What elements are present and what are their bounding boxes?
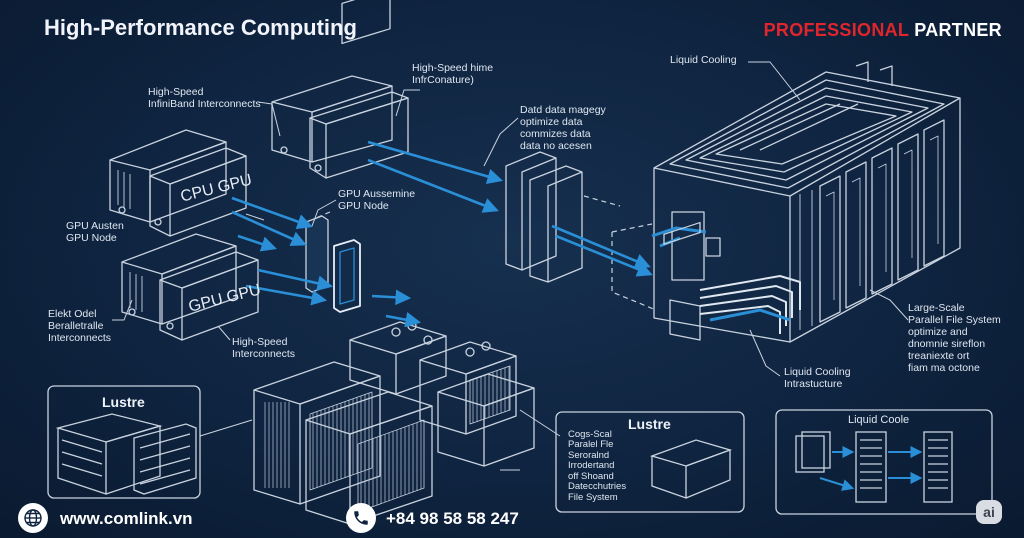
middle-storage-blocks	[505, 151, 583, 283]
lustre-mid-device	[649, 221, 733, 499]
label-liquid-cooling-top: Liquid Cooling	[670, 54, 737, 66]
label-data-mgmt: Datd data magegy optimize data commizes …	[520, 104, 606, 153]
website-link[interactable]: www.comlink.vn	[60, 509, 193, 528]
gpu-gpu-node-lower	[121, 233, 259, 341]
lustre-left-title: Lustre	[102, 394, 145, 410]
label-hs-bottom: High-Speed Interconnects	[232, 336, 296, 361]
lustre-mid-title: Lustre	[628, 416, 671, 432]
cooling-pipes	[699, 275, 801, 334]
phone-number[interactable]: +84 98 58 58 247	[386, 509, 519, 528]
page-title: High-Performance Computing	[44, 15, 357, 40]
liquid-coole-title: Liquid Coole	[848, 414, 910, 426]
brand-white-word: PARTNER	[914, 20, 1002, 40]
brand-banner: PROFESSIONAL PARTNER	[764, 20, 1002, 41]
main-rack	[653, 61, 961, 343]
bottom-server-cluster	[253, 321, 535, 525]
cpu-gpu-node-upper	[109, 129, 247, 237]
central-switch	[305, 215, 361, 313]
leader-lines	[112, 61, 909, 471]
ai-badge: ai	[976, 500, 1002, 524]
phone-icon	[346, 503, 376, 533]
liquid-coole-diagram	[795, 431, 953, 503]
label-large-scale: Large-Scale Parallel File System optimiz…	[908, 302, 1001, 375]
label-hs-infiniband: High-Speed InfiniBand Interconnects	[148, 86, 261, 111]
label-gpu-austen: GPU Austen GPU Node	[66, 220, 124, 245]
globe-icon	[18, 503, 48, 533]
liquid-coole-arrows	[819, 446, 923, 491]
dashed-connectors	[315, 195, 657, 311]
lustre-mid-list: Cogs-Scal Paralel Fle Seroralnd Irrodert…	[568, 429, 627, 503]
lustre-left-device	[55, 413, 197, 495]
label-elekt: Elekt Odel Beralletralle Interconnects	[48, 308, 112, 345]
label-liquid-infra: Liquid Cooling Intrastucture	[784, 366, 851, 391]
brand-red-word: PROFESSIONAL	[763, 20, 909, 40]
label-hs-top: High-Speed hime InfrConature)	[412, 62, 494, 87]
liquid-coole-box	[775, 409, 993, 515]
top-server-pair	[271, 0, 409, 179]
lustre-mid-box	[555, 411, 745, 513]
label-gpu-accel: GPU Aussemine GPU Node	[338, 188, 416, 213]
data-flow-arrows	[231, 140, 653, 328]
lustre-left-box	[47, 385, 201, 499]
